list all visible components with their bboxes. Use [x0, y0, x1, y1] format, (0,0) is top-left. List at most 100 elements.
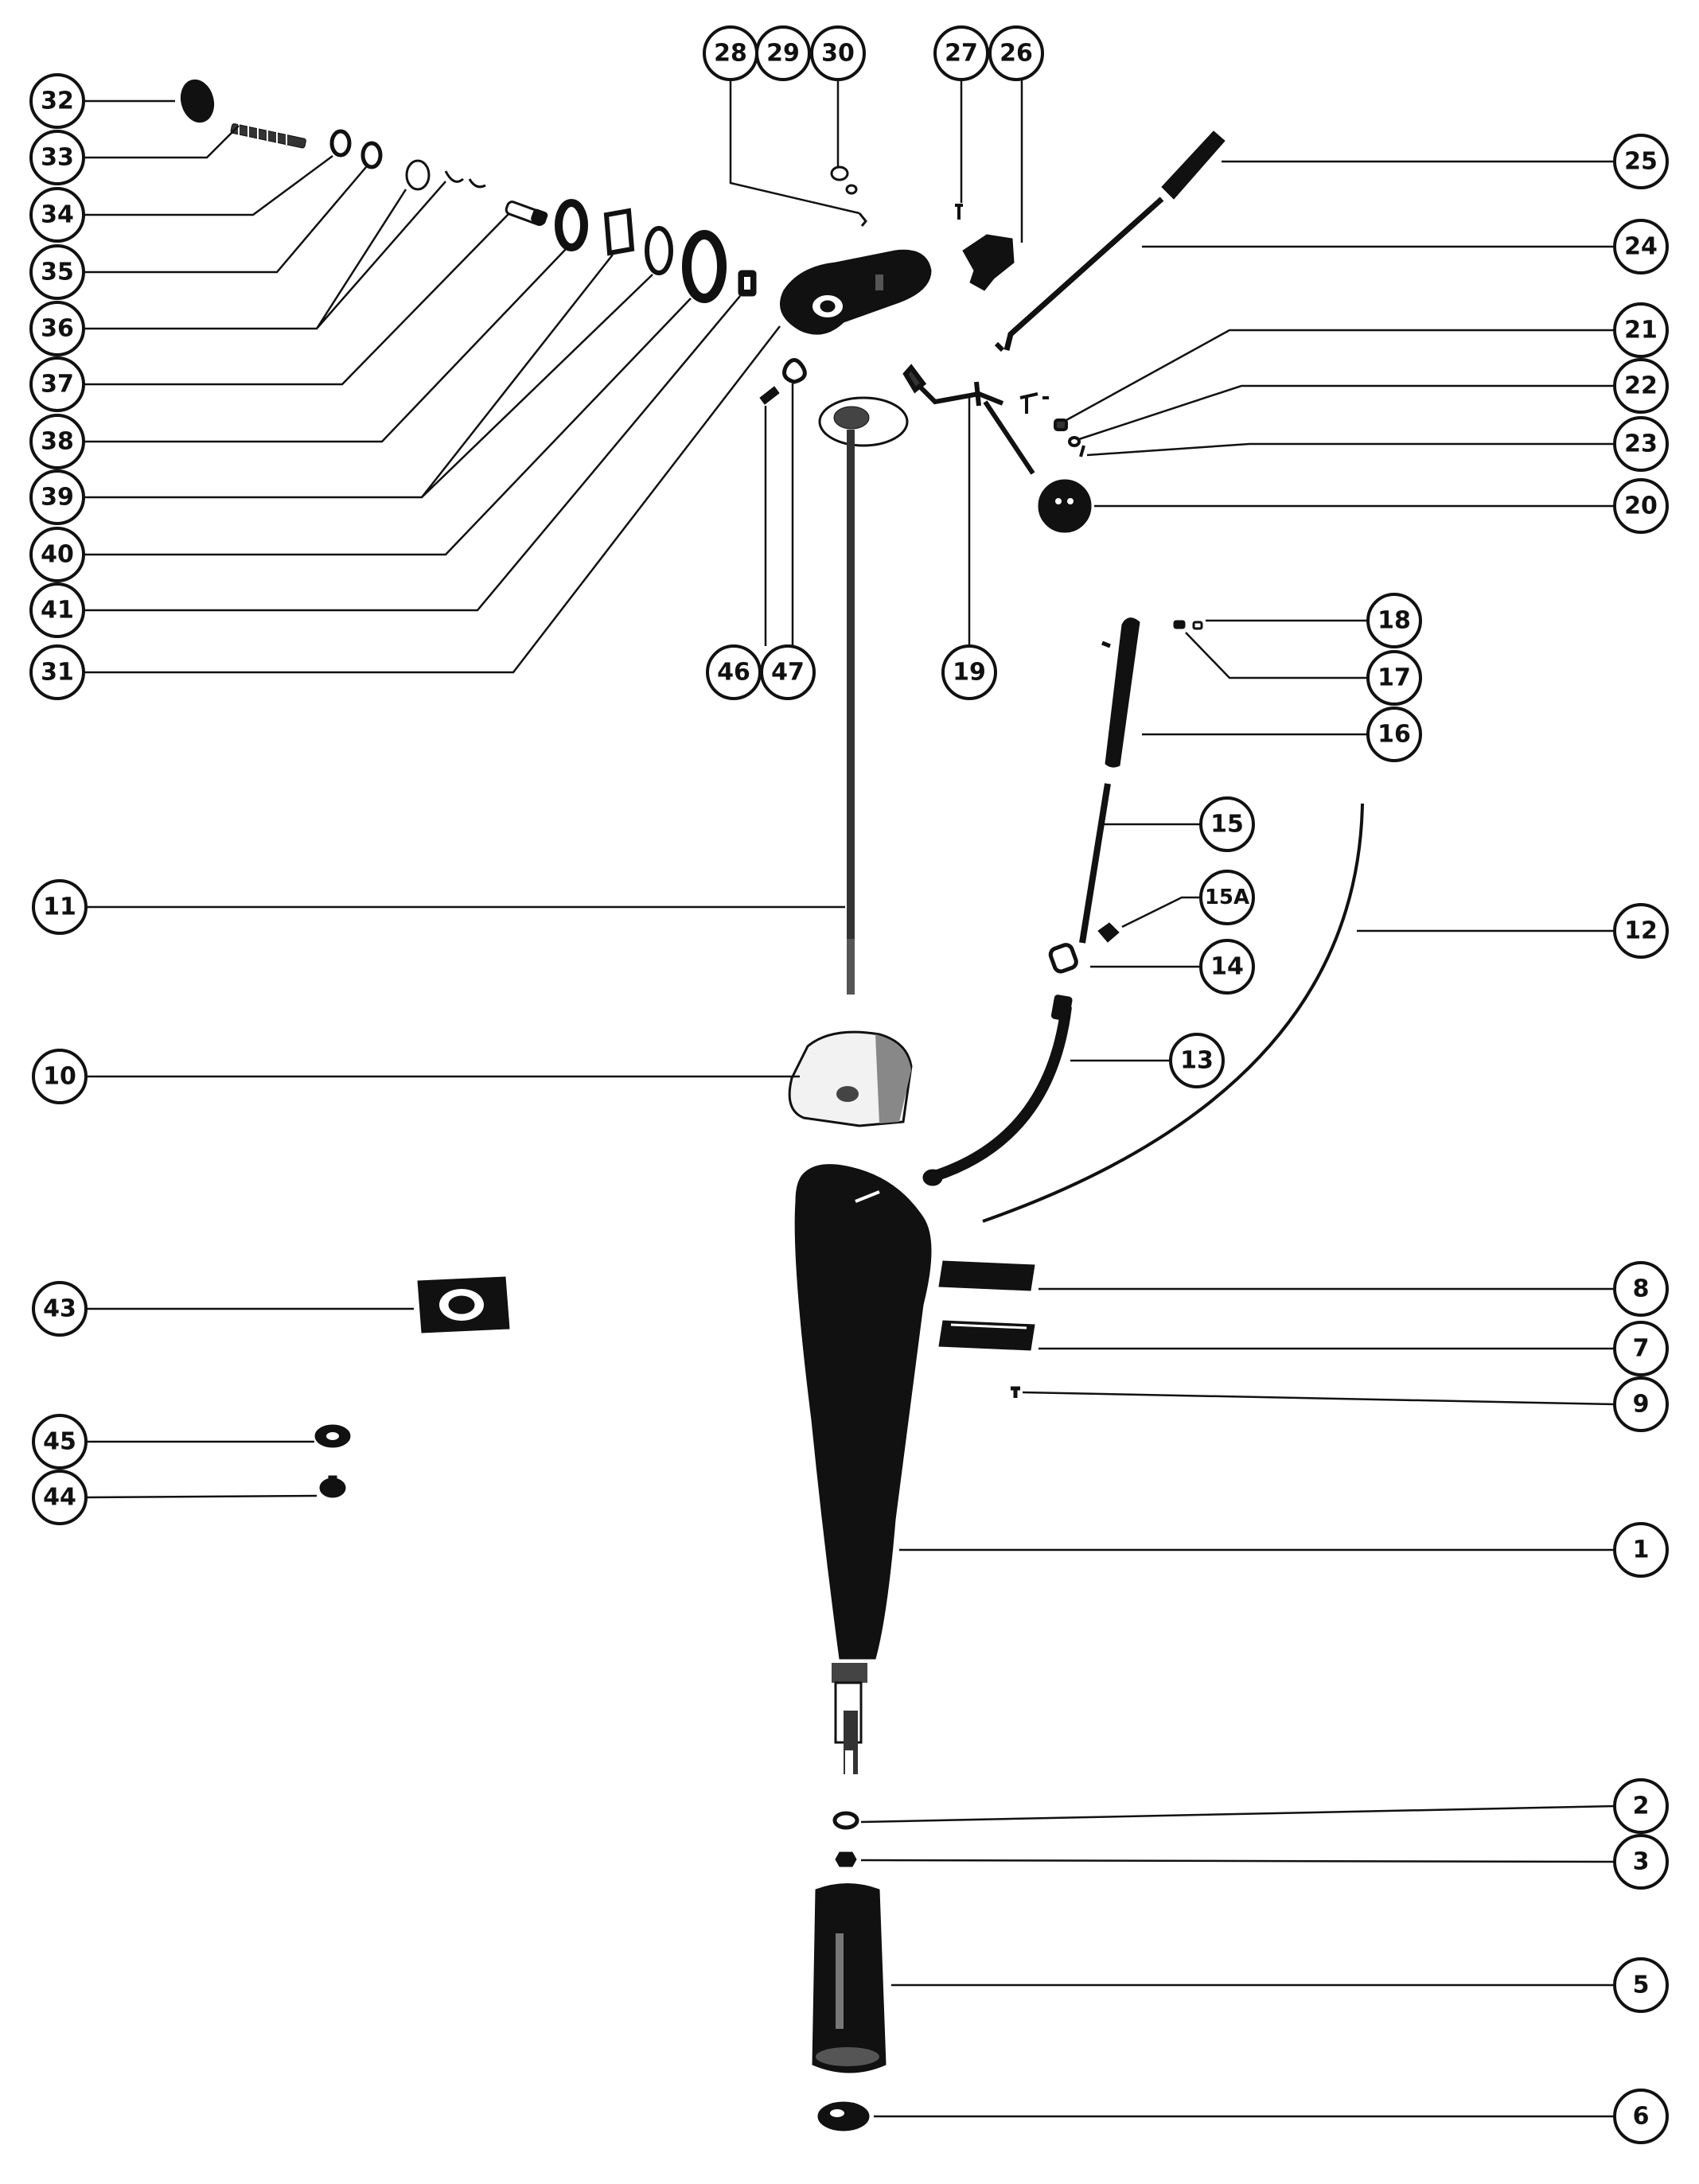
part-32-cap: [180, 79, 215, 123]
part-46-screw: [759, 386, 780, 405]
callout-2: 2: [1613, 1778, 1669, 1834]
part-16-sleeve: [1105, 617, 1140, 768]
callout-14: 14: [1199, 939, 1255, 995]
svg-text:5: 5: [1633, 1972, 1650, 1999]
callout-25: 25: [1613, 134, 1669, 189]
svg-text:31: 31: [41, 659, 74, 687]
leader-35: [84, 166, 367, 274]
callout-39: 39: [29, 469, 85, 525]
svg-text:30: 30: [821, 40, 855, 68]
svg-text:36: 36: [41, 315, 74, 343]
svg-text:41: 41: [41, 597, 74, 625]
callout-28: 28: [703, 25, 758, 81]
callout-35: 35: [29, 244, 85, 300]
callout-21: 21: [1613, 302, 1669, 358]
callout-38: 38: [29, 414, 85, 469]
svg-text:46: 46: [717, 659, 750, 687]
part-43-plate: [417, 1276, 510, 1333]
callout-30: 30: [810, 25, 866, 81]
callout-41: 41: [29, 582, 85, 638]
svg-text:17: 17: [1378, 664, 1411, 692]
leader-3: [860, 1859, 1616, 1863]
svg-text:43: 43: [43, 1295, 76, 1323]
callout-33: 33: [29, 130, 85, 185]
svg-text:16: 16: [1378, 721, 1411, 749]
callout-46: 46: [706, 644, 762, 700]
callout-16: 16: [1366, 707, 1422, 762]
part-31-housing: [780, 249, 932, 335]
callout-1: 1: [1613, 1522, 1669, 1578]
svg-text:35: 35: [41, 259, 74, 286]
svg-text:27: 27: [945, 40, 978, 68]
leader-lines: [84, 80, 1616, 2118]
callout-15a: 15A: [1199, 870, 1255, 925]
part-8-plate: [938, 1260, 1035, 1291]
leader-2: [860, 1804, 1616, 1824]
part-3-nut: [835, 1851, 857, 1867]
part-25-grip: [1161, 130, 1226, 200]
leader-44: [85, 1494, 318, 1499]
part-33-screw: [230, 121, 306, 149]
part-34-washer: [329, 129, 352, 158]
svg-text:26: 26: [1000, 40, 1033, 68]
part-24-rod: [994, 197, 1164, 352]
leader-41: [84, 295, 741, 612]
svg-text:11: 11: [43, 893, 76, 921]
part-9-screw: [1011, 1386, 1020, 1398]
svg-text:23: 23: [1624, 430, 1658, 458]
svg-text:25: 25: [1624, 148, 1658, 176]
callout-27: 27: [933, 25, 989, 81]
svg-text:38: 38: [41, 428, 74, 456]
callout-45: 45: [32, 1414, 88, 1470]
svg-text:6: 6: [1633, 2103, 1650, 2131]
svg-text:39: 39: [41, 484, 74, 512]
callout-5: 5: [1613, 1957, 1669, 2013]
callout-11: 11: [32, 879, 88, 935]
leader-15a: [1121, 896, 1200, 928]
svg-text:32: 32: [41, 88, 74, 115]
callout-22: 22: [1613, 358, 1669, 414]
callout-19: 19: [941, 644, 997, 700]
part-39-gaskets: [603, 208, 673, 275]
leader-22: [1078, 384, 1614, 441]
part-11-shaft: [818, 396, 909, 995]
svg-text:15: 15: [1210, 811, 1244, 839]
leader-17: [1185, 632, 1367, 679]
part-19-linkage: [902, 364, 1035, 475]
part-6-cap: [817, 2101, 870, 2131]
leader-39: [84, 254, 653, 499]
callout-32: 32: [29, 73, 85, 129]
part-10-cover: [788, 1030, 913, 1127]
callout-36: 36: [29, 301, 85, 356]
part-40-plate: [682, 230, 727, 303]
svg-text:37: 37: [41, 371, 74, 399]
svg-text:2: 2: [1633, 1793, 1650, 1820]
part-1-housing: [794, 1164, 932, 1782]
svg-text:13: 13: [1180, 1047, 1214, 1075]
part-47-clip: [782, 358, 807, 384]
leader-38: [84, 247, 567, 443]
callout-37: 37: [29, 356, 85, 412]
callout-29: 29: [755, 25, 811, 81]
part-26-bracket: [962, 234, 1015, 291]
svg-text:34: 34: [41, 201, 74, 229]
callout-15: 15: [1199, 796, 1255, 852]
callout-31: 31: [29, 644, 85, 700]
svg-text:19: 19: [953, 659, 986, 687]
callout-47: 47: [760, 644, 816, 700]
callout-12: 12: [1613, 903, 1669, 959]
svg-text:20: 20: [1624, 492, 1658, 520]
svg-text:12: 12: [1624, 917, 1658, 945]
callout-34: 34: [29, 187, 85, 243]
svg-text:18: 18: [1378, 607, 1411, 635]
leader-28: [729, 80, 860, 215]
leader-34: [84, 154, 333, 216]
callout-17: 17: [1366, 650, 1422, 706]
part-36-bushings: [405, 159, 486, 191]
part-20-knob: [1038, 479, 1092, 533]
callout-7: 7: [1613, 1321, 1669, 1376]
callout-9: 9: [1613, 1376, 1669, 1432]
callout-23: 23: [1613, 416, 1669, 472]
part-2-washer: [832, 1811, 859, 1830]
